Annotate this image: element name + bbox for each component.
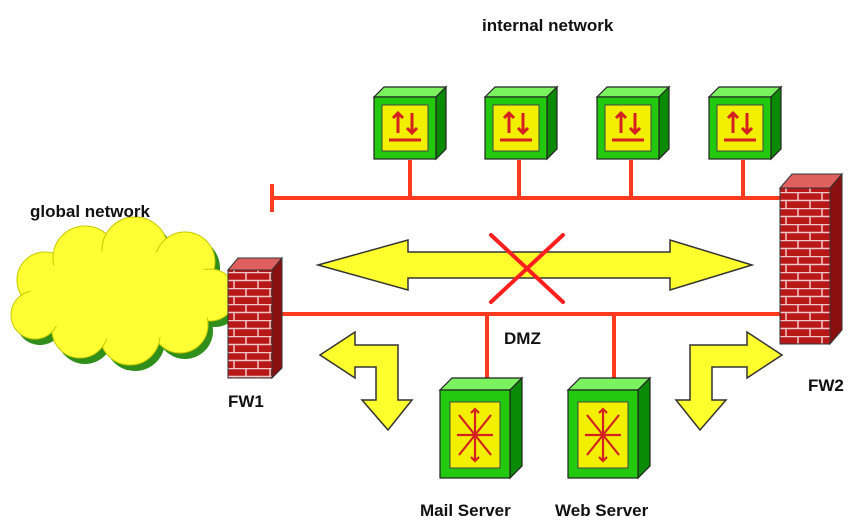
bidirectional-arrows-icon — [612, 110, 644, 142]
firewall-fw2 — [778, 172, 844, 346]
internal-host-3 — [595, 85, 671, 161]
internal-host-4 — [707, 85, 783, 161]
mail-server — [438, 376, 524, 480]
global-network-label: global network — [30, 202, 150, 221]
internal-network-label: internal network — [482, 16, 614, 35]
web-server — [566, 376, 652, 480]
arrow-web-to-right — [674, 330, 784, 432]
internal-host-1 — [372, 85, 448, 161]
bidirectional-arrows-icon — [724, 110, 756, 142]
dmz-network-segment — [282, 312, 790, 382]
blocked-double-arrow — [315, 238, 755, 292]
cloud-icon — [10, 216, 241, 371]
internal-host-2 — [483, 85, 559, 161]
fw2-label: FW2 — [808, 376, 844, 395]
fw1-label: FW1 — [228, 392, 264, 411]
web-server-label: Web Server — [555, 501, 649, 520]
red-x-icon — [489, 233, 565, 304]
radiating-arrows-icon — [585, 407, 621, 463]
bidirectional-arrows-icon — [500, 110, 532, 142]
arrow-left-to-mail — [318, 330, 414, 432]
firewall-fw1 — [226, 256, 284, 380]
dmz-label: DMZ — [504, 329, 541, 348]
brick-wall-icon — [226, 256, 284, 380]
brick-wall-icon — [778, 172, 844, 346]
bidirectional-arrows-icon — [389, 110, 421, 142]
internal-network-segment — [270, 160, 790, 212]
mail-server-label: Mail Server — [420, 501, 511, 520]
radiating-arrows-icon — [457, 407, 493, 463]
